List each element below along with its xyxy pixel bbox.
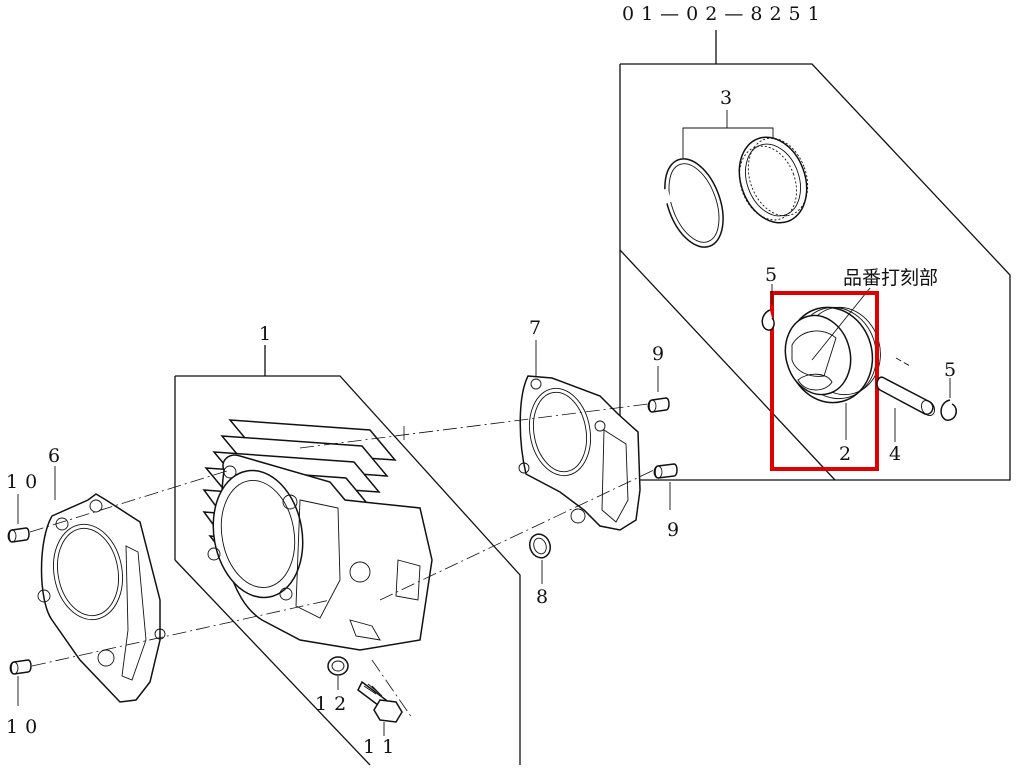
callout-12: 12 bbox=[315, 693, 353, 715]
o-ring bbox=[528, 533, 552, 584]
piston-assembly-frame bbox=[619, 30, 1011, 481]
callout-10-top: 10 bbox=[6, 471, 44, 493]
dowel-pin-bottom bbox=[653, 463, 678, 510]
callout-7: 7 bbox=[529, 317, 541, 339]
cylinder bbox=[202, 345, 433, 651]
pin-clip-left bbox=[761, 284, 775, 331]
callout-5-left: 5 bbox=[765, 264, 777, 286]
dowel-pin-top bbox=[647, 366, 670, 413]
callout-9-top: 9 bbox=[652, 343, 664, 365]
callout-3: 3 bbox=[720, 87, 732, 109]
callout-4: 4 bbox=[889, 443, 901, 465]
callout-2: 2 bbox=[839, 443, 851, 465]
piston bbox=[784, 306, 881, 440]
piston-ring-set bbox=[655, 110, 809, 248]
dowel-pin-left-bottom bbox=[9, 659, 32, 706]
stud-bolt bbox=[357, 680, 403, 736]
marking-leader bbox=[811, 287, 871, 361]
assembly-code: 01—02—8251 bbox=[622, 3, 827, 25]
callout-10-bottom: 10 bbox=[6, 716, 44, 738]
callout-1: 1 bbox=[259, 323, 271, 345]
dowel-pin-left-top bbox=[7, 494, 30, 543]
callout-6: 6 bbox=[48, 445, 60, 467]
piston-pin bbox=[876, 357, 936, 442]
pin-clip-right bbox=[940, 378, 957, 421]
marking-note: 品番打刻部 bbox=[843, 267, 938, 289]
callout-11: 11 bbox=[363, 736, 401, 758]
cylinder-head-gasket bbox=[518, 340, 641, 531]
callout-5-right: 5 bbox=[944, 359, 956, 381]
cylinder-group-frame bbox=[174, 345, 521, 766]
callout-8: 8 bbox=[536, 586, 548, 608]
center-lines bbox=[29, 403, 655, 719]
callout-9-bottom: 9 bbox=[667, 519, 679, 541]
washer bbox=[327, 656, 349, 690]
cylinder-base-gasket bbox=[37, 466, 166, 703]
